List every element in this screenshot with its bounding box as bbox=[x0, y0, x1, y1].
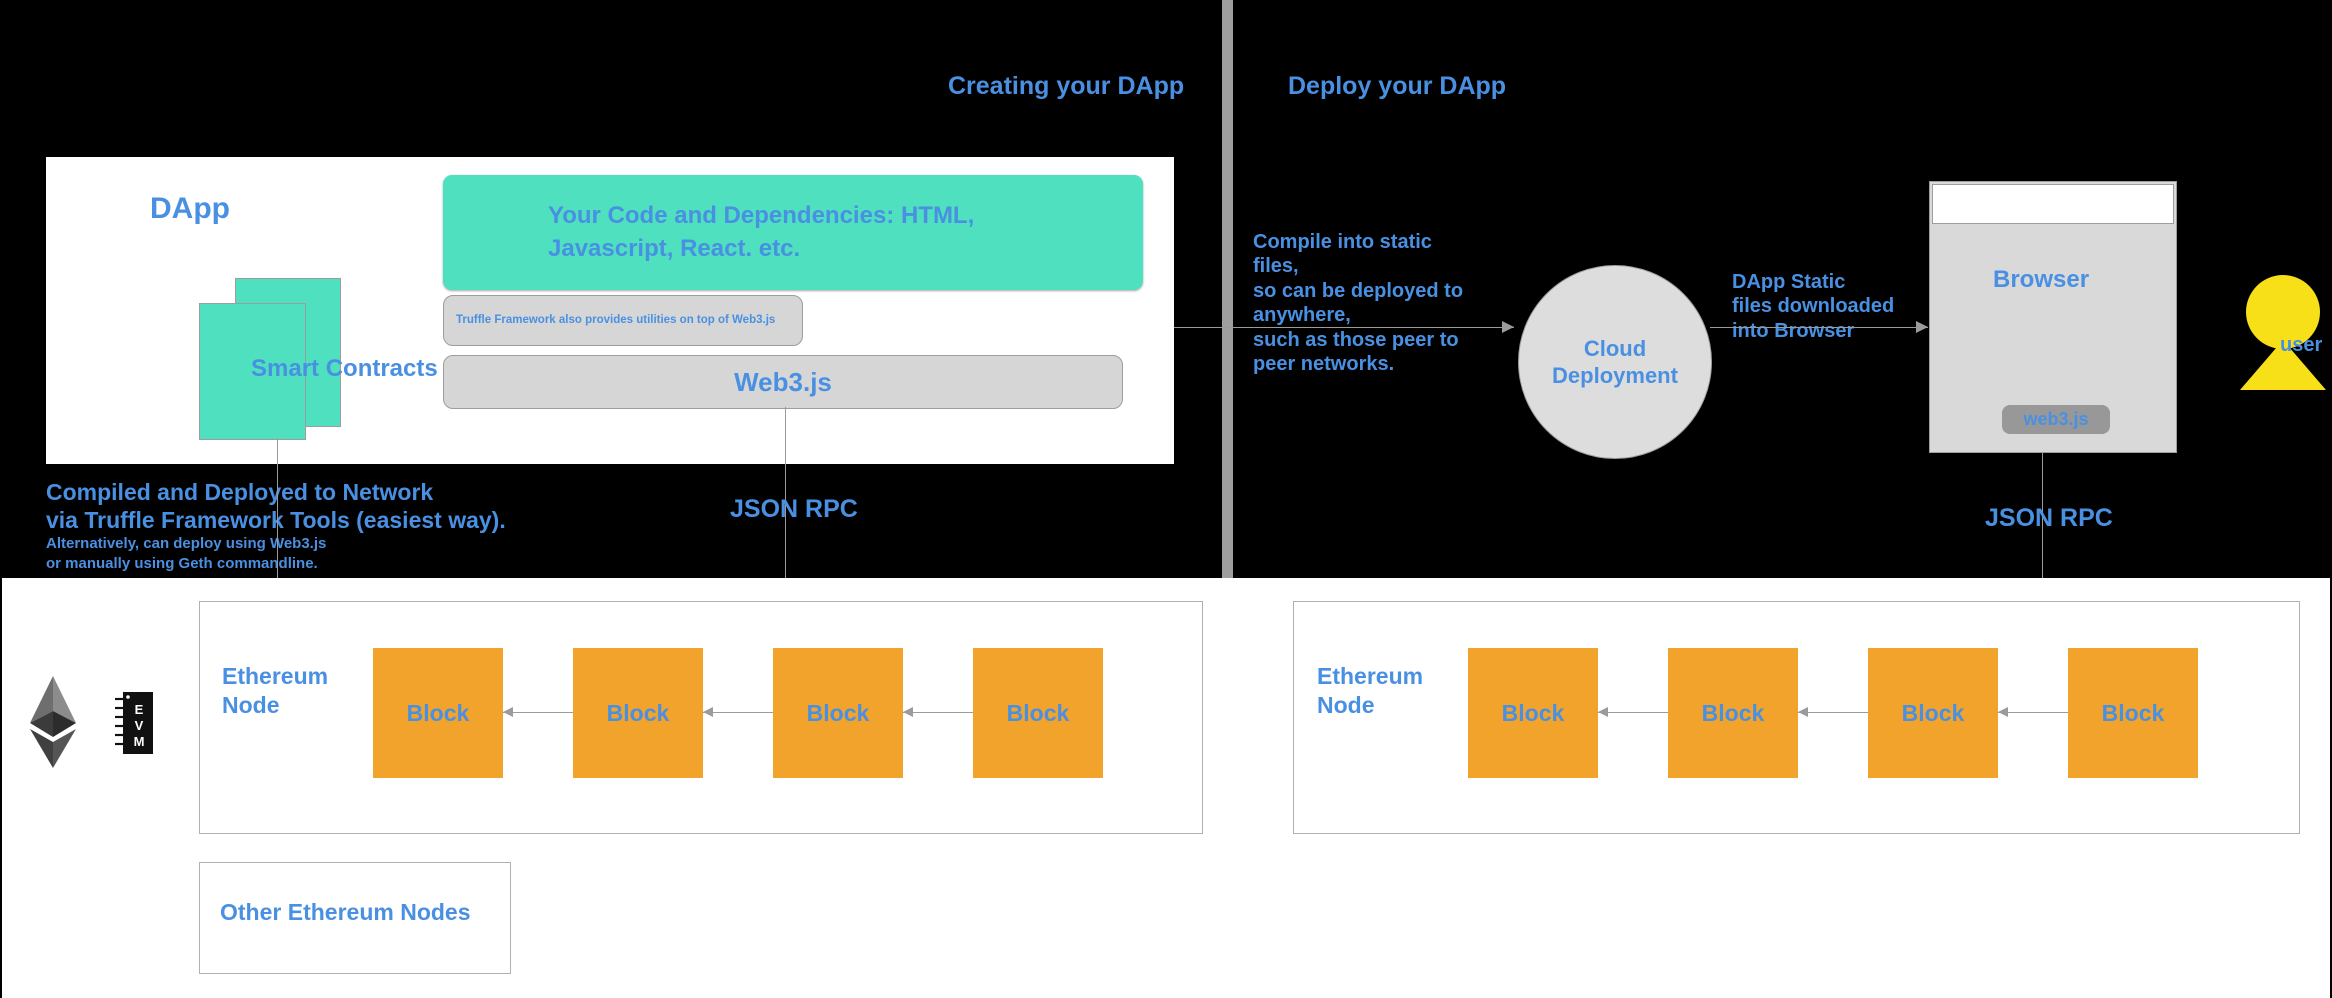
block-link-arrow bbox=[1598, 707, 1668, 717]
compile-line-5: such as those peer to bbox=[1253, 328, 1459, 351]
block-link-arrow bbox=[903, 707, 973, 717]
connector-browser-to-node bbox=[2042, 452, 2043, 620]
browser-web3js-pill: web3.js bbox=[2002, 405, 2110, 434]
truffle-note-text: Truffle Framework also provides utilitie… bbox=[456, 313, 776, 326]
block-link-arrow bbox=[503, 707, 573, 717]
connector-contracts-to-node bbox=[277, 438, 278, 620]
block-link-arrow bbox=[1798, 707, 1868, 717]
block-link-arrow bbox=[703, 707, 773, 717]
compile-line-1: Compile into static bbox=[1253, 231, 1432, 253]
json-rpc-label-right: JSON RPC bbox=[1985, 504, 2113, 532]
smart-contract-card-front bbox=[199, 303, 306, 440]
compiled-deployed-caption: Compiled and Deployed to Network via Tru… bbox=[46, 478, 506, 573]
node-left-line-2: Node bbox=[222, 691, 280, 718]
compile-line-3: so can be deployed to bbox=[1253, 279, 1464, 302]
browser-label: Browser bbox=[1993, 266, 2090, 293]
cloud-deployment-text: Cloud Deployment bbox=[1552, 335, 1678, 390]
code-box-line-2: Javascript, React. etc. bbox=[548, 234, 801, 262]
block-card: Block bbox=[773, 648, 903, 778]
static-line-1: DApp Static bbox=[1732, 271, 1846, 293]
block-card: Block bbox=[1868, 648, 1998, 778]
ethereum-logo-icon bbox=[30, 676, 76, 768]
compile-line-6: peer networks. bbox=[1253, 352, 1395, 375]
block-card: Block bbox=[1468, 648, 1598, 778]
ethereum-node-right-label: Ethereum Node bbox=[1317, 662, 1423, 720]
compile-into-static-files-text: Compile into static files, so can be dep… bbox=[1253, 230, 1533, 376]
cloud-line-2: Deployment bbox=[1552, 363, 1678, 388]
other-ethereum-nodes-box bbox=[199, 862, 511, 974]
block-card: Block bbox=[1668, 648, 1798, 778]
other-ethereum-nodes-label: Other Ethereum Nodes bbox=[220, 899, 471, 925]
cloud-line-1: Cloud bbox=[1583, 335, 1647, 361]
svg-text:V: V bbox=[135, 718, 144, 733]
code-and-dependencies-box: Your Code and Dependencies: HTML, Javasc… bbox=[443, 175, 1143, 290]
connector-dapp-to-cloud bbox=[1174, 327, 1514, 328]
cloud-deployment-node: Cloud Deployment bbox=[1518, 265, 1712, 459]
block-card: Block bbox=[973, 648, 1103, 778]
browser-address-bar[interactable] bbox=[1932, 184, 2174, 224]
node-left-line-1: Ethereum bbox=[222, 663, 329, 689]
block-label: Block bbox=[406, 699, 470, 726]
static-line-2: files downloaded bbox=[1732, 295, 1895, 318]
dapp-label: DApp bbox=[150, 192, 230, 225]
block-link-arrow bbox=[1998, 707, 2068, 717]
truffle-framework-note: Truffle Framework also provides utilitie… bbox=[443, 295, 803, 346]
block-label: Block bbox=[1901, 699, 1965, 726]
browser-web3js-label: web3.js bbox=[2023, 409, 2089, 429]
block-card: Block bbox=[2068, 648, 2198, 778]
user-label: user bbox=[2280, 334, 2323, 356]
caption-line-1: Compiled and Deployed to Network bbox=[46, 479, 434, 505]
connector-dapp-to-cloud-arrow bbox=[1502, 321, 1514, 333]
block-card: Block bbox=[373, 648, 503, 778]
connector-cloud-to-browser bbox=[1710, 327, 1928, 328]
ethereum-node-left-label: Ethereum Node bbox=[222, 662, 328, 720]
block-label: Block bbox=[806, 699, 870, 726]
node-right-line-2: Node bbox=[1317, 691, 1375, 718]
svg-text:M: M bbox=[134, 734, 145, 749]
static-line-3: into Browser bbox=[1732, 319, 1855, 342]
caption-line-4: or manually using Geth commandline. bbox=[46, 554, 318, 572]
block-card: Block bbox=[573, 648, 703, 778]
caption-line-3: Alternatively, can deploy using Web3.js bbox=[46, 535, 327, 553]
title-creating-your-dapp: Creating your DApp bbox=[948, 72, 1185, 100]
svg-text:E: E bbox=[135, 702, 144, 717]
compile-line-2: files, bbox=[1253, 255, 1299, 278]
web3js-box: Web3.js bbox=[443, 355, 1123, 409]
blockchain-right: Block Block Block Block bbox=[1468, 648, 2198, 778]
section-divider bbox=[1222, 0, 1233, 588]
smart-contracts-label: Smart Contracts bbox=[251, 355, 438, 382]
evm-chip-icon: E V M bbox=[115, 692, 153, 754]
block-label: Block bbox=[1006, 699, 1070, 726]
block-label: Block bbox=[2101, 699, 2165, 726]
node-right-line-1: Ethereum bbox=[1317, 663, 1424, 689]
compile-line-4: anywhere, bbox=[1253, 304, 1351, 327]
web3js-label: Web3.js bbox=[734, 366, 832, 397]
block-label: Block bbox=[1701, 699, 1765, 726]
user-actor-icon bbox=[2240, 275, 2326, 390]
title-deploy-your-dapp: Deploy your DApp bbox=[1288, 72, 1507, 100]
connector-web3-to-node bbox=[785, 407, 786, 620]
block-label: Block bbox=[606, 699, 670, 726]
json-rpc-label-left: JSON RPC bbox=[730, 495, 858, 523]
connector-cloud-to-browser-arrow bbox=[1916, 321, 1928, 333]
dapp-static-files-text: DApp Static files downloaded into Browse… bbox=[1732, 270, 1942, 343]
block-label: Block bbox=[1501, 699, 1565, 726]
blockchain-left: Block Block Block Block bbox=[373, 648, 1103, 778]
code-box-text: Your Code and Dependencies: HTML, Javasc… bbox=[443, 200, 974, 265]
caption-line-2: via Truffle Framework Tools (easiest way… bbox=[46, 507, 506, 534]
code-box-line-1: Your Code and Dependencies: HTML, bbox=[548, 202, 975, 230]
